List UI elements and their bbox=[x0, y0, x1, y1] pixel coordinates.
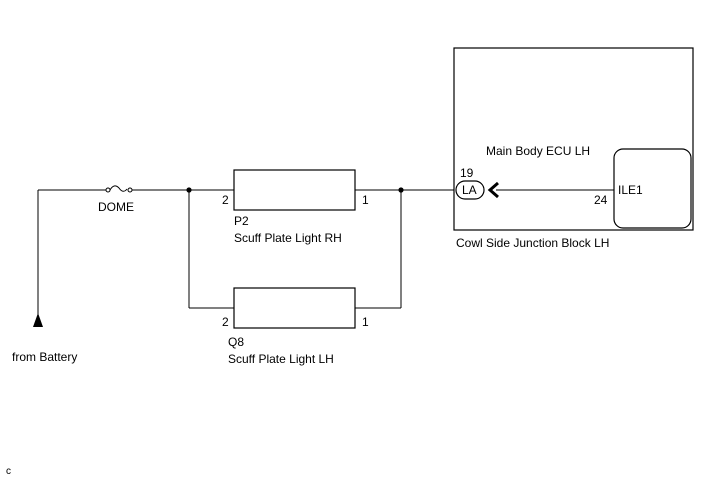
fuse-label: DOME bbox=[98, 200, 134, 214]
scuff-lh-name: Scuff Plate Light LH bbox=[228, 352, 334, 366]
battery-label: from Battery bbox=[12, 350, 77, 364]
corner-mark: c bbox=[6, 466, 11, 477]
fuse-element-icon bbox=[109, 185, 128, 192]
connector-la-shape bbox=[455, 180, 485, 200]
junction-block-name: Cowl Side Junction Block LH bbox=[456, 236, 609, 250]
cowl-side-junction-block: Cowl Side Junction Block LH LA 19 Main B… bbox=[453, 47, 694, 250]
scuff-rh-pin-left: 2 bbox=[222, 193, 229, 207]
battery-arrow-icon bbox=[33, 313, 43, 327]
ecu-pin: 24 bbox=[594, 193, 608, 207]
scuff-plate-light-rh: 2 1 P2 Scuff Plate Light RH bbox=[222, 169, 369, 245]
scuff-lh-code: Q8 bbox=[228, 335, 244, 349]
scuff-rh-code: P2 bbox=[234, 214, 249, 228]
junction-dot-right bbox=[398, 187, 404, 193]
scuff-lh-pin-right: 1 bbox=[362, 315, 369, 329]
scuff-lh-box bbox=[233, 287, 356, 329]
scuff-rh-pin-right: 1 bbox=[362, 193, 369, 207]
connector-la-pin: 19 bbox=[460, 166, 474, 180]
scuff-rh-name: Scuff Plate Light RH bbox=[234, 231, 342, 245]
scuff-lh-pin-left: 2 bbox=[222, 315, 229, 329]
ecu-name: Main Body ECU LH bbox=[486, 144, 590, 158]
connector-chevron-icon bbox=[487, 181, 499, 199]
ecu-signal: ILE1 bbox=[618, 183, 643, 197]
fuse-terminal-right bbox=[127, 187, 133, 193]
battery-feed: from Battery bbox=[12, 190, 77, 364]
fuse-dome: DOME bbox=[98, 185, 134, 214]
ecu-box bbox=[613, 148, 692, 229]
scuff-rh-box bbox=[233, 169, 356, 211]
fuse-terminal-left bbox=[105, 187, 111, 193]
scuff-plate-light-lh: 2 1 Q8 Scuff Plate Light LH bbox=[222, 287, 369, 366]
connector-la-label: LA bbox=[462, 183, 477, 197]
